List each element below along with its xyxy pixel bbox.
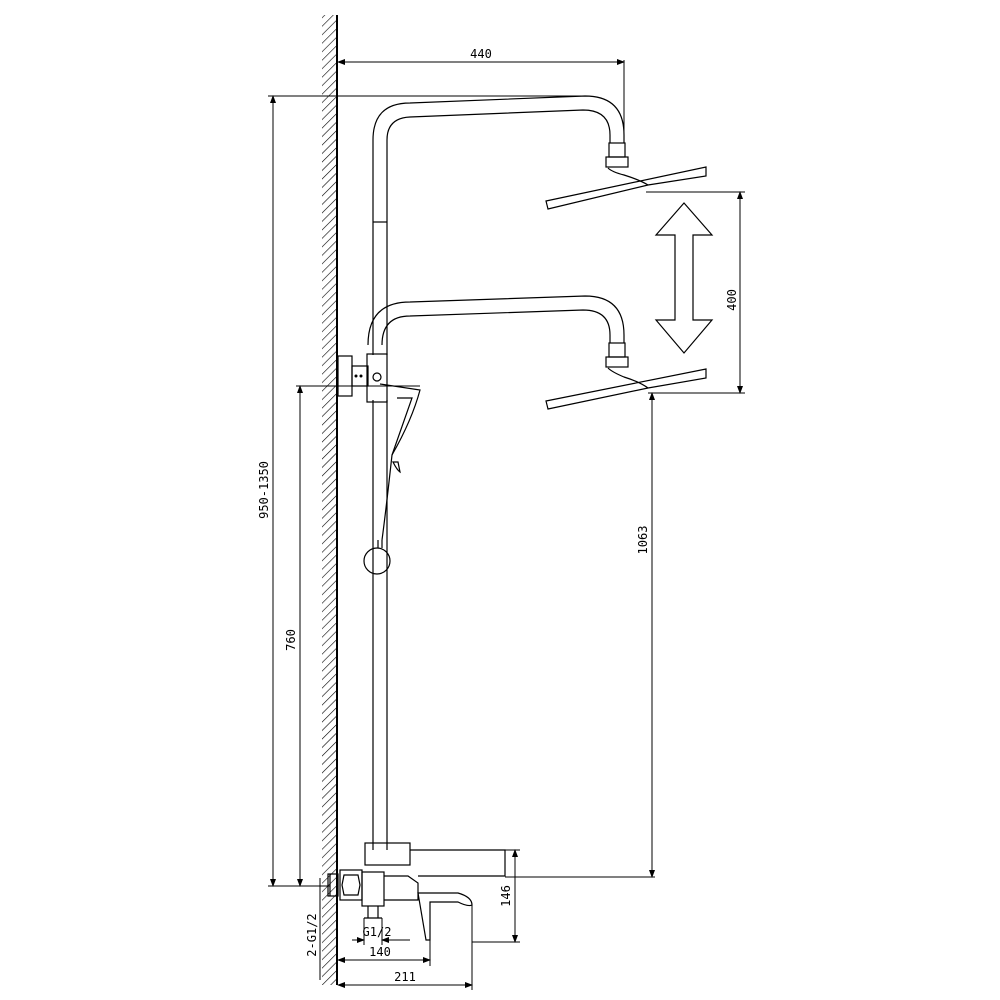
dimension-inlet-thread-label: G1/2	[363, 925, 392, 939]
dimension-column-height-label: 950-1350	[257, 461, 271, 519]
dimension-mixer-center-distance: 140	[337, 940, 431, 966]
mixer-body	[339, 842, 506, 941]
wall-bracket	[337, 353, 388, 403]
dimension-shower-head-height-label: 1063	[636, 526, 650, 555]
dimension-height-adjust-label: 400	[725, 289, 739, 311]
dimension-inlet-count-thread-label: 2-G1/2	[305, 913, 319, 956]
wall	[322, 15, 338, 985]
dimension-mixer-depth: 146	[472, 849, 520, 943]
dimension-inlet-count-thread: 2-G1/2	[305, 878, 321, 980]
wall-hatch	[322, 15, 336, 985]
overhead-arm-upper	[372, 95, 629, 168]
dimension-arm-reach-label: 440	[470, 47, 492, 61]
dimension-mixer-center-distance-label: 140	[369, 945, 391, 959]
dimension-arm-reach: 440	[337, 47, 625, 140]
shower-column	[372, 140, 388, 850]
hand-shower	[363, 383, 421, 575]
inlet-connector	[327, 873, 339, 897]
dimension-mixer-height-label: 760	[284, 629, 298, 651]
dimension-shower-head-height: 1063	[505, 392, 655, 878]
dimension-column-height: 950-1350	[257, 95, 585, 887]
dimension-mixer-height: 760	[284, 385, 420, 887]
dimension-mixer-depth-label: 146	[499, 885, 513, 907]
shower-head-lower	[545, 367, 707, 410]
double-arrow-vertical-icon	[654, 202, 714, 354]
dimension-inlet-thread: G1/2	[352, 918, 410, 945]
dimension-spout-reach: 211	[337, 905, 473, 990]
dimension-spout-reach-label: 211	[394, 970, 416, 984]
overhead-arm-lower	[367, 295, 629, 368]
shower-head-upper	[545, 166, 707, 210]
dimension-height-adjust: 400	[646, 191, 745, 394]
